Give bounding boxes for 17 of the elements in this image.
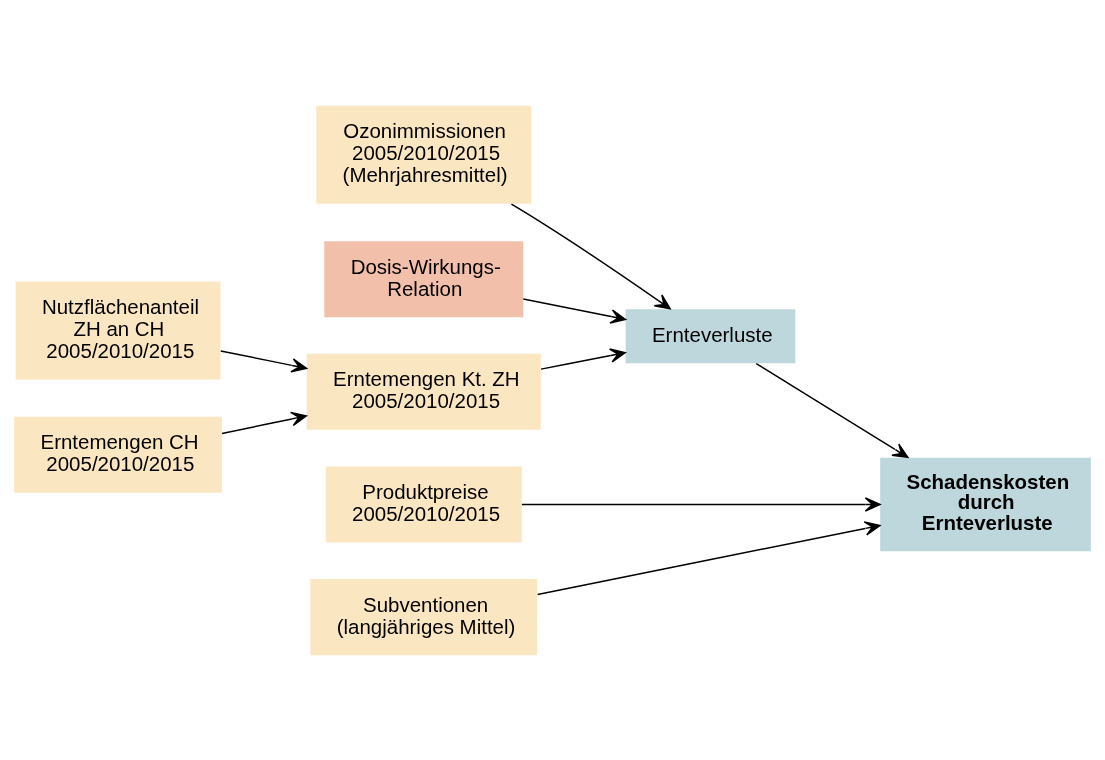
node-box: Schadenskosten durch Ernteverluste xyxy=(880,457,1091,551)
arrow xyxy=(510,202,671,309)
arrow xyxy=(521,496,881,512)
arrow xyxy=(522,297,627,324)
arrow xyxy=(755,362,909,458)
node-box: Dosis-Wirkungs-Relation xyxy=(324,240,524,317)
arrow xyxy=(221,411,308,434)
node-box: Nutzflächenanteil ZH an CH 2005/2010/2015 xyxy=(15,280,221,379)
node-box: Ernteverluste xyxy=(625,308,796,363)
arrow xyxy=(220,349,308,373)
node-box: Produktpreise 2005/2010/2015 xyxy=(325,465,522,542)
arrow xyxy=(536,520,881,595)
node-box: Erntemengen CH 2005/2010/2015 xyxy=(14,416,222,493)
node-box: Erntemengen Kt. ZH 2005/2010/2015 xyxy=(306,353,541,430)
node-box: Ozonimmissionen 2005/2010/2015 (Mehrjahresmittel) xyxy=(316,105,532,204)
arrow xyxy=(540,347,626,370)
node-box: Subventionen (langjähriges Mittel) xyxy=(310,578,538,655)
